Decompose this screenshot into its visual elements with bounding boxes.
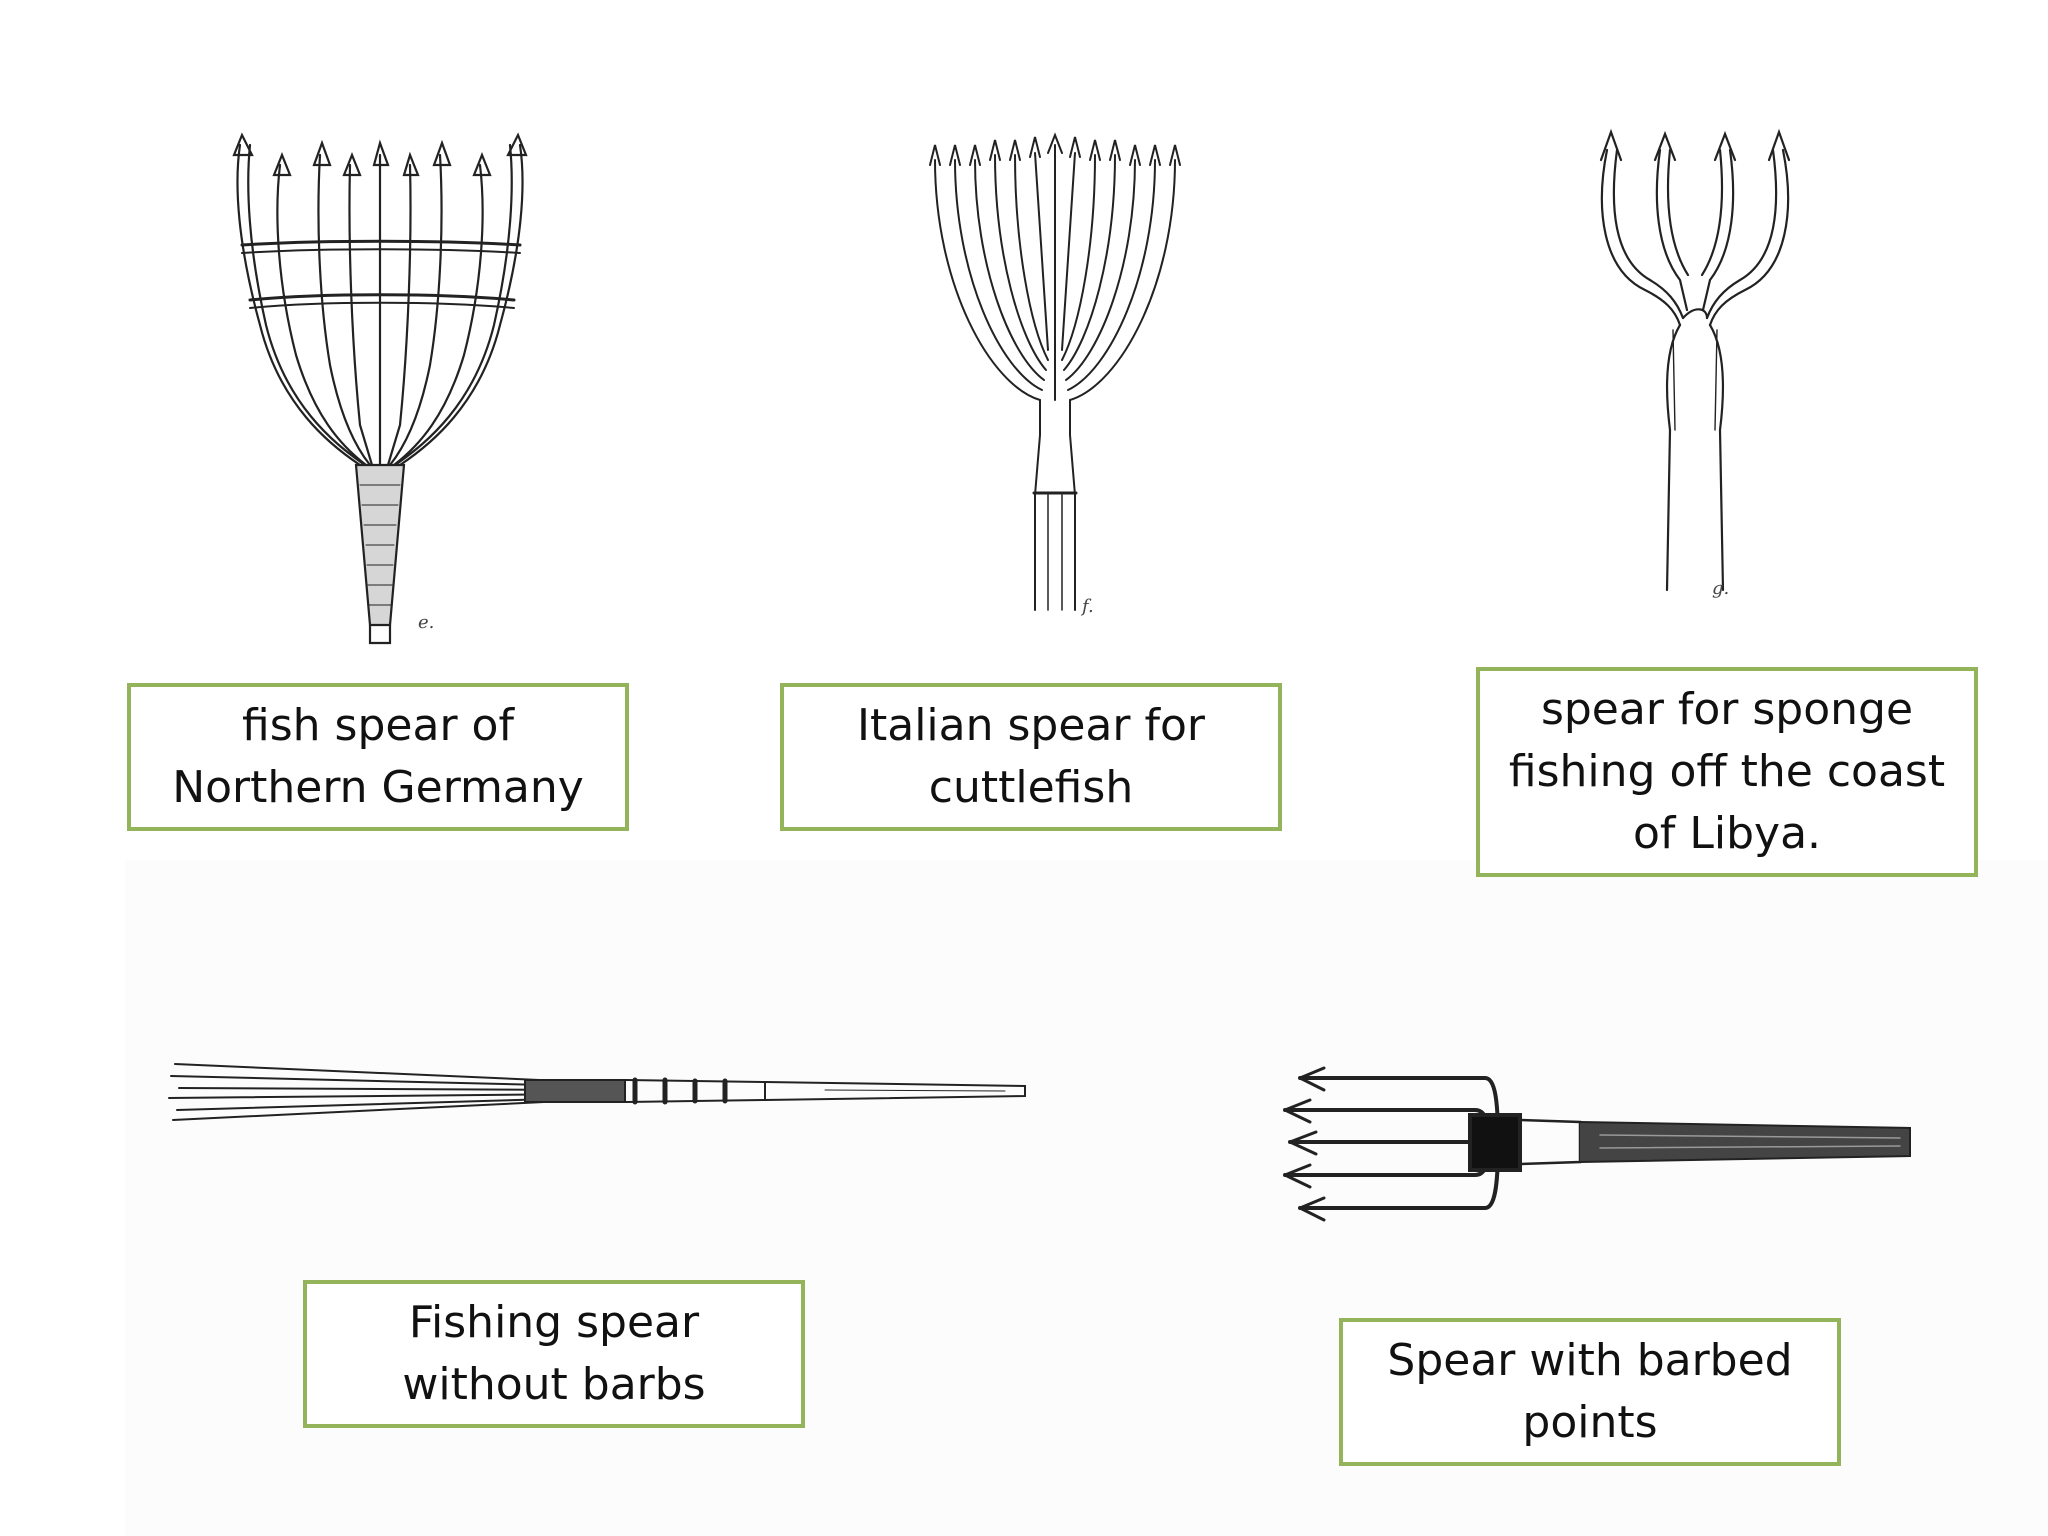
caption-spear-with-barbed-points: Spear with barbed points (1339, 1318, 1841, 1466)
spear-without-barbs-drawing (165, 1050, 1026, 1130)
sponge-fishing-spear-drawing (1595, 128, 1795, 600)
caption-text-barbed: Spear with barbed points (1387, 1335, 1793, 1448)
fish-spear-germany-drawing (230, 125, 530, 645)
caption-fishing-spear-without-barbs: Fishing spear without barbs (303, 1280, 805, 1428)
figure-letter-f: f. (1082, 596, 1094, 617)
caption-text-germany: fish spear of Northern Germany (172, 700, 584, 813)
caption-text-italian: Italian spear for cuttlefish (857, 700, 1205, 813)
caption-text-no-barbs: Fishing spear without barbs (402, 1297, 706, 1410)
caption-italian-spear-cuttlefish: Italian spear for cuttlefish (780, 683, 1282, 831)
italian-cuttlefish-spear-drawing (929, 132, 1181, 615)
caption-text-libya: spear for sponge fishing off the coast o… (1508, 684, 1946, 859)
figure-letter-e: e. (418, 612, 435, 633)
caption-sponge-fishing-libya: spear for sponge fishing off the coast o… (1476, 667, 1978, 877)
caption-fish-spear-northern-germany: fish spear of Northern Germany (127, 683, 629, 831)
figure-letter-g: g. (1712, 578, 1730, 599)
spear-with-barbed-points-drawing (1280, 1060, 1911, 1225)
